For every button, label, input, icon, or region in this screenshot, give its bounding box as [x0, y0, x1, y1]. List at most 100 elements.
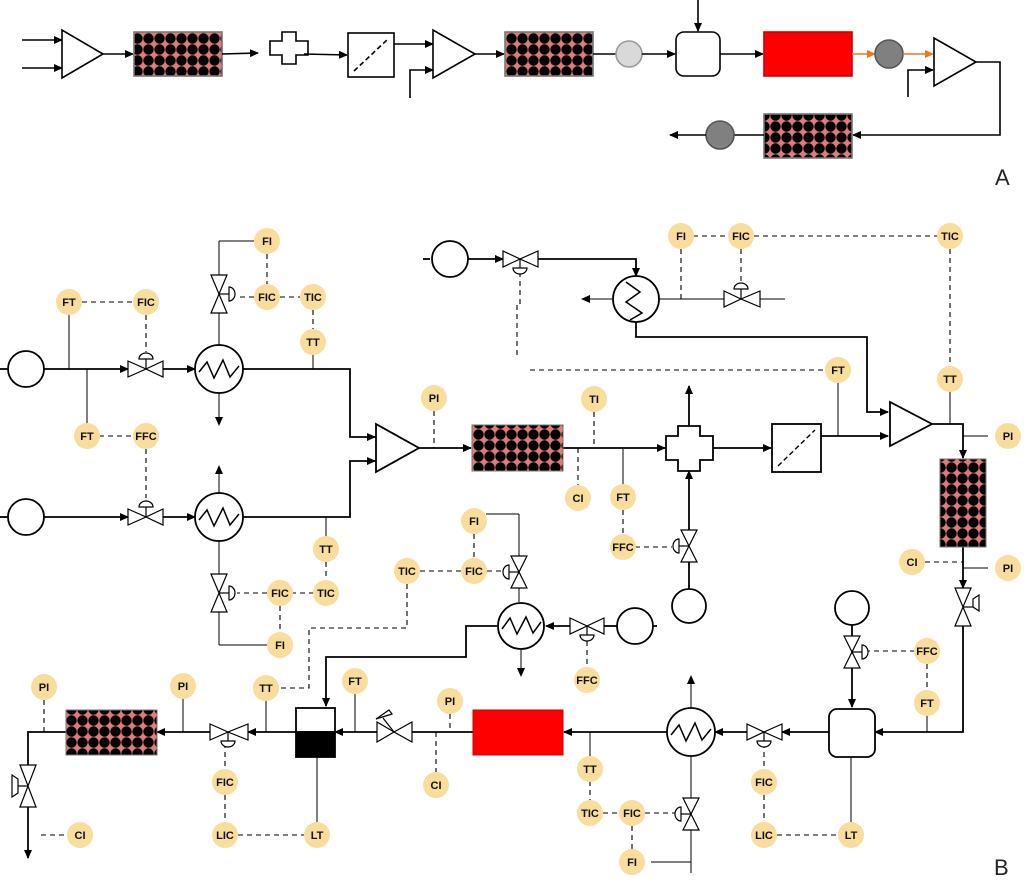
instrument-label: FI: [275, 640, 285, 652]
instrument-label: PI: [39, 682, 49, 694]
instrument-tic: TIC: [577, 800, 603, 826]
instrument-fic: FIC: [751, 769, 777, 795]
heat-exchanger-3: [612, 275, 660, 323]
instrument-ci: CI: [565, 485, 591, 511]
instrument-fic: FIC: [212, 769, 238, 795]
instrument-tic: TIC: [937, 223, 963, 249]
instrument-label: TT: [943, 374, 957, 386]
instrument-label: FT: [831, 365, 845, 377]
instrument-pi: PI: [421, 385, 447, 411]
instrument-label: FIC: [755, 777, 773, 789]
separator-liquid: [295, 731, 336, 758]
instrument-pi: PI: [170, 673, 196, 699]
instrument-label: TIC: [941, 231, 959, 243]
instrument-label: PI: [1003, 431, 1013, 443]
control-valve-8: [209, 723, 249, 748]
packed-bed-a3: [763, 113, 853, 159]
control-valve-3: [502, 250, 539, 275]
instrument-ffc: FFC: [914, 638, 940, 664]
instrument-label: FT: [920, 698, 934, 710]
instrument-label: FIC: [623, 808, 641, 820]
instrument-lic: LIC: [751, 822, 777, 848]
instrument-label: TT: [306, 337, 320, 349]
packed-bed-a1: [133, 31, 223, 77]
instrument-label: FIC: [271, 588, 289, 600]
instrument-label: FIC: [216, 777, 234, 789]
instrument-label: FI: [262, 236, 272, 248]
instrument-fic: FIC: [267, 580, 293, 606]
control-valve-2: [127, 500, 164, 526]
instrument-label: TT: [583, 764, 597, 776]
instrument-label: LT: [845, 830, 858, 842]
instrument-label: FFC: [576, 675, 597, 687]
panel-label-b: B: [994, 855, 1009, 880]
instrument-fi: FI: [461, 508, 487, 534]
feed-source-6: [834, 590, 870, 626]
packed-bed-b3: [65, 709, 158, 756]
instrument-ci: CI: [899, 549, 925, 575]
instrument-label: CI: [573, 493, 584, 505]
control-valve-6: [746, 723, 783, 748]
instrument-label: PI: [178, 681, 188, 693]
packed-bed-b2: [939, 458, 987, 548]
instrument-fi: FI: [619, 849, 645, 875]
instrument-fi: FI: [254, 228, 280, 254]
instrument-label: TT: [259, 683, 273, 695]
instrument-label: TIC: [304, 292, 322, 304]
control-valve-9: [210, 274, 236, 314]
separator-top: [295, 707, 336, 733]
instrument-label: FI: [469, 516, 479, 528]
panel-b-valves: [11, 250, 980, 831]
instrument-label: TT: [319, 544, 333, 556]
feed-source-2: [7, 498, 45, 536]
instrument-label: FFC: [612, 542, 633, 554]
instrument-ft: FT: [825, 357, 851, 383]
instrument-label: FIC: [137, 297, 155, 309]
instrument-ft: FT: [342, 668, 368, 694]
panel-b-equipment: [7, 240, 987, 758]
instrument-label: FIC: [732, 231, 750, 243]
instrument-fi: FI: [668, 223, 694, 249]
instrument-tt: TT: [300, 329, 326, 355]
control-valve-4: [723, 282, 761, 308]
instrument-fic: FIC: [619, 800, 645, 826]
instrument-tt: TT: [313, 536, 339, 562]
instrument-ci: CI: [423, 772, 449, 798]
instrument-fic: FIC: [133, 289, 159, 315]
control-valve-7: [375, 709, 413, 744]
instrument-label: PI: [1003, 563, 1013, 575]
packed-bed-a2: [504, 31, 594, 77]
instrument-pi: PI: [437, 688, 463, 714]
instrument-ci: CI: [67, 822, 93, 848]
feed-source-1: [7, 350, 45, 388]
instrument-tt: TT: [253, 675, 279, 701]
instrument-tic: TIC: [300, 284, 326, 310]
instrument-fic: FIC: [254, 284, 280, 310]
control-valve-16: [11, 764, 37, 808]
instrument-lt: LT: [838, 822, 864, 848]
mixer-1: [375, 422, 421, 474]
control-valve-11: [502, 555, 528, 589]
panel-a-flowsheet: [22, 0, 1001, 159]
instrument-label: LIC: [216, 830, 234, 842]
panel-b-process-lines: [0, 255, 967, 859]
instrument-fi: FI: [267, 632, 293, 658]
instrument-lic: LIC: [212, 822, 238, 848]
control-valve-13: [843, 635, 869, 669]
instrument-fic: FIC: [461, 558, 487, 584]
reactor: [472, 709, 564, 756]
instrument-label: FT: [348, 676, 362, 688]
instrument-ft: FT: [610, 484, 636, 510]
instrument-label: LIC: [755, 830, 773, 842]
mixer-2: [889, 400, 934, 448]
instrument-tt: TT: [937, 366, 963, 392]
instrument-lt: LT: [304, 822, 330, 848]
instrument-tic: TIC: [313, 580, 339, 606]
instrument-label: FIC: [258, 292, 276, 304]
instrument-ft: FT: [914, 690, 940, 716]
splitter-cross: [665, 425, 714, 472]
feed-source-4: [671, 588, 707, 624]
control-valve-10: [210, 573, 236, 613]
